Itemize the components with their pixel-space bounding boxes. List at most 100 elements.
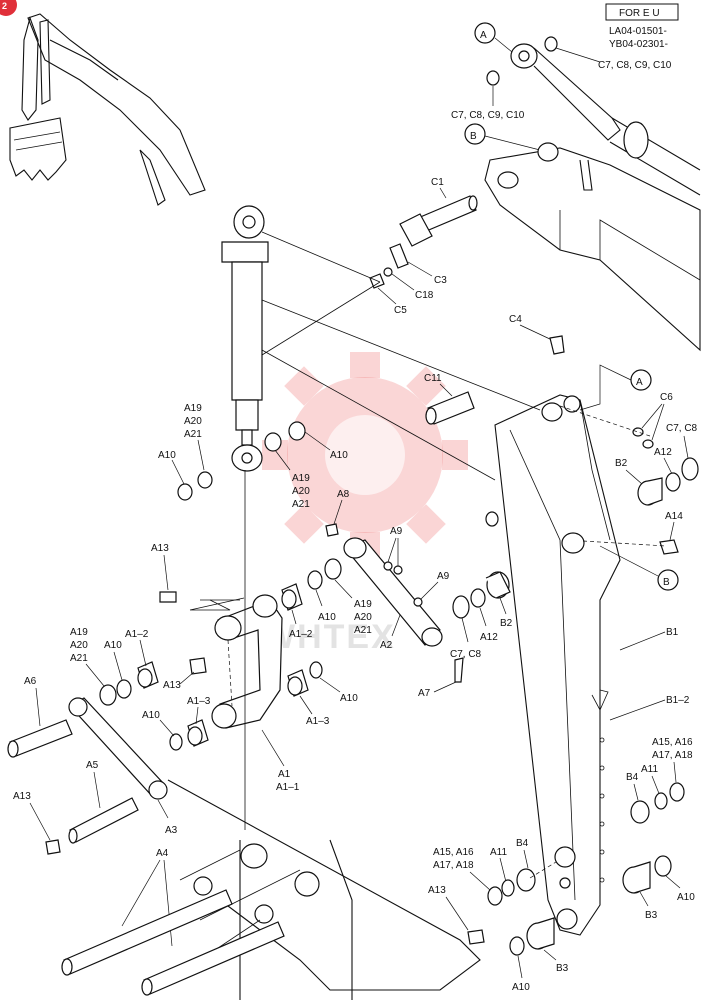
lead-a10-right-low bbox=[319, 677, 341, 693]
bellcrank-axis bbox=[227, 639, 233, 707]
label-a1-2-left: A1–2 bbox=[125, 629, 149, 640]
label-a1: A1 bbox=[278, 769, 291, 780]
label-a12-lower: A12 bbox=[480, 632, 498, 643]
lead-a2 bbox=[391, 614, 401, 637]
pin-a4-upper-end bbox=[61, 958, 73, 976]
label-a11-right: A11 bbox=[641, 764, 658, 775]
lead-a10-left-low bbox=[159, 719, 175, 737]
lead-b4-left bbox=[523, 849, 529, 869]
washer-c7-c8-right bbox=[681, 457, 699, 481]
bolt-c4 bbox=[549, 335, 565, 355]
label-c11: C11 bbox=[424, 373, 442, 384]
callout-b-top-lead bbox=[484, 135, 541, 151]
washer-a10-link bbox=[307, 570, 323, 590]
washer-a10-right-low bbox=[309, 661, 323, 679]
lead-b1 bbox=[619, 631, 666, 651]
label-a13-mid: A13 bbox=[163, 680, 181, 691]
label-b3-bottom: B3 bbox=[556, 963, 569, 974]
nut-c6-a bbox=[632, 427, 644, 437]
label-a3: A3 bbox=[165, 825, 178, 836]
excavator-thumbnail bbox=[9, 13, 206, 206]
boom-plate-holes bbox=[599, 737, 605, 883]
label-c5: C5 bbox=[394, 305, 407, 316]
lead-c7-c8-right bbox=[683, 435, 689, 459]
label-b2-right: B2 bbox=[615, 458, 628, 469]
label-a19-left-2: A20 bbox=[184, 416, 202, 427]
boom-foot-hole-2 bbox=[556, 908, 578, 930]
washer-a12-right bbox=[665, 472, 681, 492]
boom-top-web bbox=[559, 210, 701, 281]
bushing-a1-3-right-end bbox=[287, 676, 303, 696]
lead-b3-bottom bbox=[543, 949, 557, 961]
washer-c7-c8-lower bbox=[452, 595, 470, 619]
pin-a4-lower-end bbox=[141, 978, 153, 996]
ref-line-1 bbox=[261, 349, 496, 481]
assembly-lines bbox=[200, 299, 541, 830]
lead-c7-c8-lower bbox=[461, 617, 469, 643]
label-a19-link-1: A19 bbox=[354, 599, 372, 610]
bushings-a1-2: A1–2 A10 A19 A20 A21 A1–2 A13 bbox=[70, 583, 313, 706]
top-cylinder-assembly: C7, C8, C9, C10 C7, C8, C9, C10 bbox=[451, 36, 701, 196]
label-a13-top: A13 bbox=[151, 543, 169, 554]
label-a10-mid-left: A10 bbox=[318, 612, 336, 623]
pins-a4: A4 bbox=[61, 848, 285, 996]
label-a15-left-1: A15, A16 bbox=[433, 847, 474, 858]
label-c7-c8-lower: C7, C8 bbox=[450, 649, 482, 660]
callout-a-top-text: A bbox=[480, 30, 487, 41]
thumb-boom-cylinder bbox=[139, 149, 166, 206]
lead-a15-left bbox=[469, 871, 491, 891]
label-a10-mid-left-2: A10 bbox=[104, 640, 122, 651]
washer-a11-left bbox=[501, 879, 515, 897]
pin-axis-b bbox=[582, 540, 667, 547]
boom-side-hole bbox=[485, 511, 499, 527]
callout-a-mid-lead bbox=[579, 364, 632, 411]
link-a3-bottom-eye bbox=[148, 780, 168, 800]
label-a6: A6 bbox=[24, 676, 37, 687]
lead-a12-lower bbox=[479, 607, 487, 627]
label-c18: C18 bbox=[415, 290, 434, 301]
lead-a1-3-left bbox=[195, 706, 199, 725]
cylinder-gland bbox=[235, 399, 259, 431]
label-a1-1: A1–1 bbox=[276, 782, 300, 793]
lead-b3-right bbox=[639, 891, 649, 907]
washer-a19-left-mid bbox=[99, 684, 117, 706]
bellcrank-left-eye bbox=[214, 615, 242, 641]
callout-a-top: A bbox=[474, 22, 513, 53]
boom-top-hole-2 bbox=[563, 395, 581, 413]
lead-a19-cyl bbox=[274, 449, 291, 471]
washer-a10-left-low bbox=[169, 733, 183, 751]
callout-b-top: B bbox=[464, 123, 541, 151]
callout-b-mid: B bbox=[599, 545, 679, 591]
lead-a19-link bbox=[334, 579, 353, 599]
watermark-text: WHTEX bbox=[263, 618, 396, 656]
boom-top-bracket bbox=[484, 142, 701, 352]
cylinder-to-pin-line-2 bbox=[261, 281, 381, 356]
label-b3-right: B3 bbox=[645, 910, 658, 921]
label-c6: C6 bbox=[660, 392, 673, 403]
label-a5: A5 bbox=[86, 760, 99, 771]
label-a1-3-right: A1–3 bbox=[306, 716, 330, 727]
label-a9-lower: A9 bbox=[437, 571, 450, 582]
lead-c6-a bbox=[641, 403, 663, 429]
arm-bracket-eye-top bbox=[240, 843, 268, 869]
label-a19-left-1: A19 bbox=[184, 403, 202, 414]
cylinder-head bbox=[221, 241, 269, 263]
boom-b1-edge-2 bbox=[579, 399, 611, 541]
lead-a6 bbox=[35, 687, 41, 727]
washer-a11-right bbox=[654, 792, 668, 810]
lead-c7-top bbox=[555, 47, 601, 63]
lead-a1-2-right bbox=[291, 609, 297, 625]
callout-a-mid: A bbox=[579, 364, 652, 411]
lead-a10-cyl-left bbox=[171, 459, 185, 485]
link-a2: A2 A8 A9 A9 A19 A20 A21 A10 bbox=[307, 489, 450, 651]
lead-a13-top bbox=[163, 554, 169, 591]
label-b2-lower: B2 bbox=[500, 618, 513, 629]
washer-c18 bbox=[383, 267, 393, 277]
grease-fitting-hole bbox=[559, 877, 571, 889]
label-a15-right-2: A17, A18 bbox=[652, 750, 693, 761]
serial-2: YB04-02301- bbox=[609, 39, 668, 50]
washer-a15-left bbox=[487, 886, 503, 906]
lead-a10-cyl-right bbox=[304, 431, 331, 451]
grease-a13-mid bbox=[189, 657, 207, 675]
link-a3-top-eye bbox=[68, 697, 88, 717]
